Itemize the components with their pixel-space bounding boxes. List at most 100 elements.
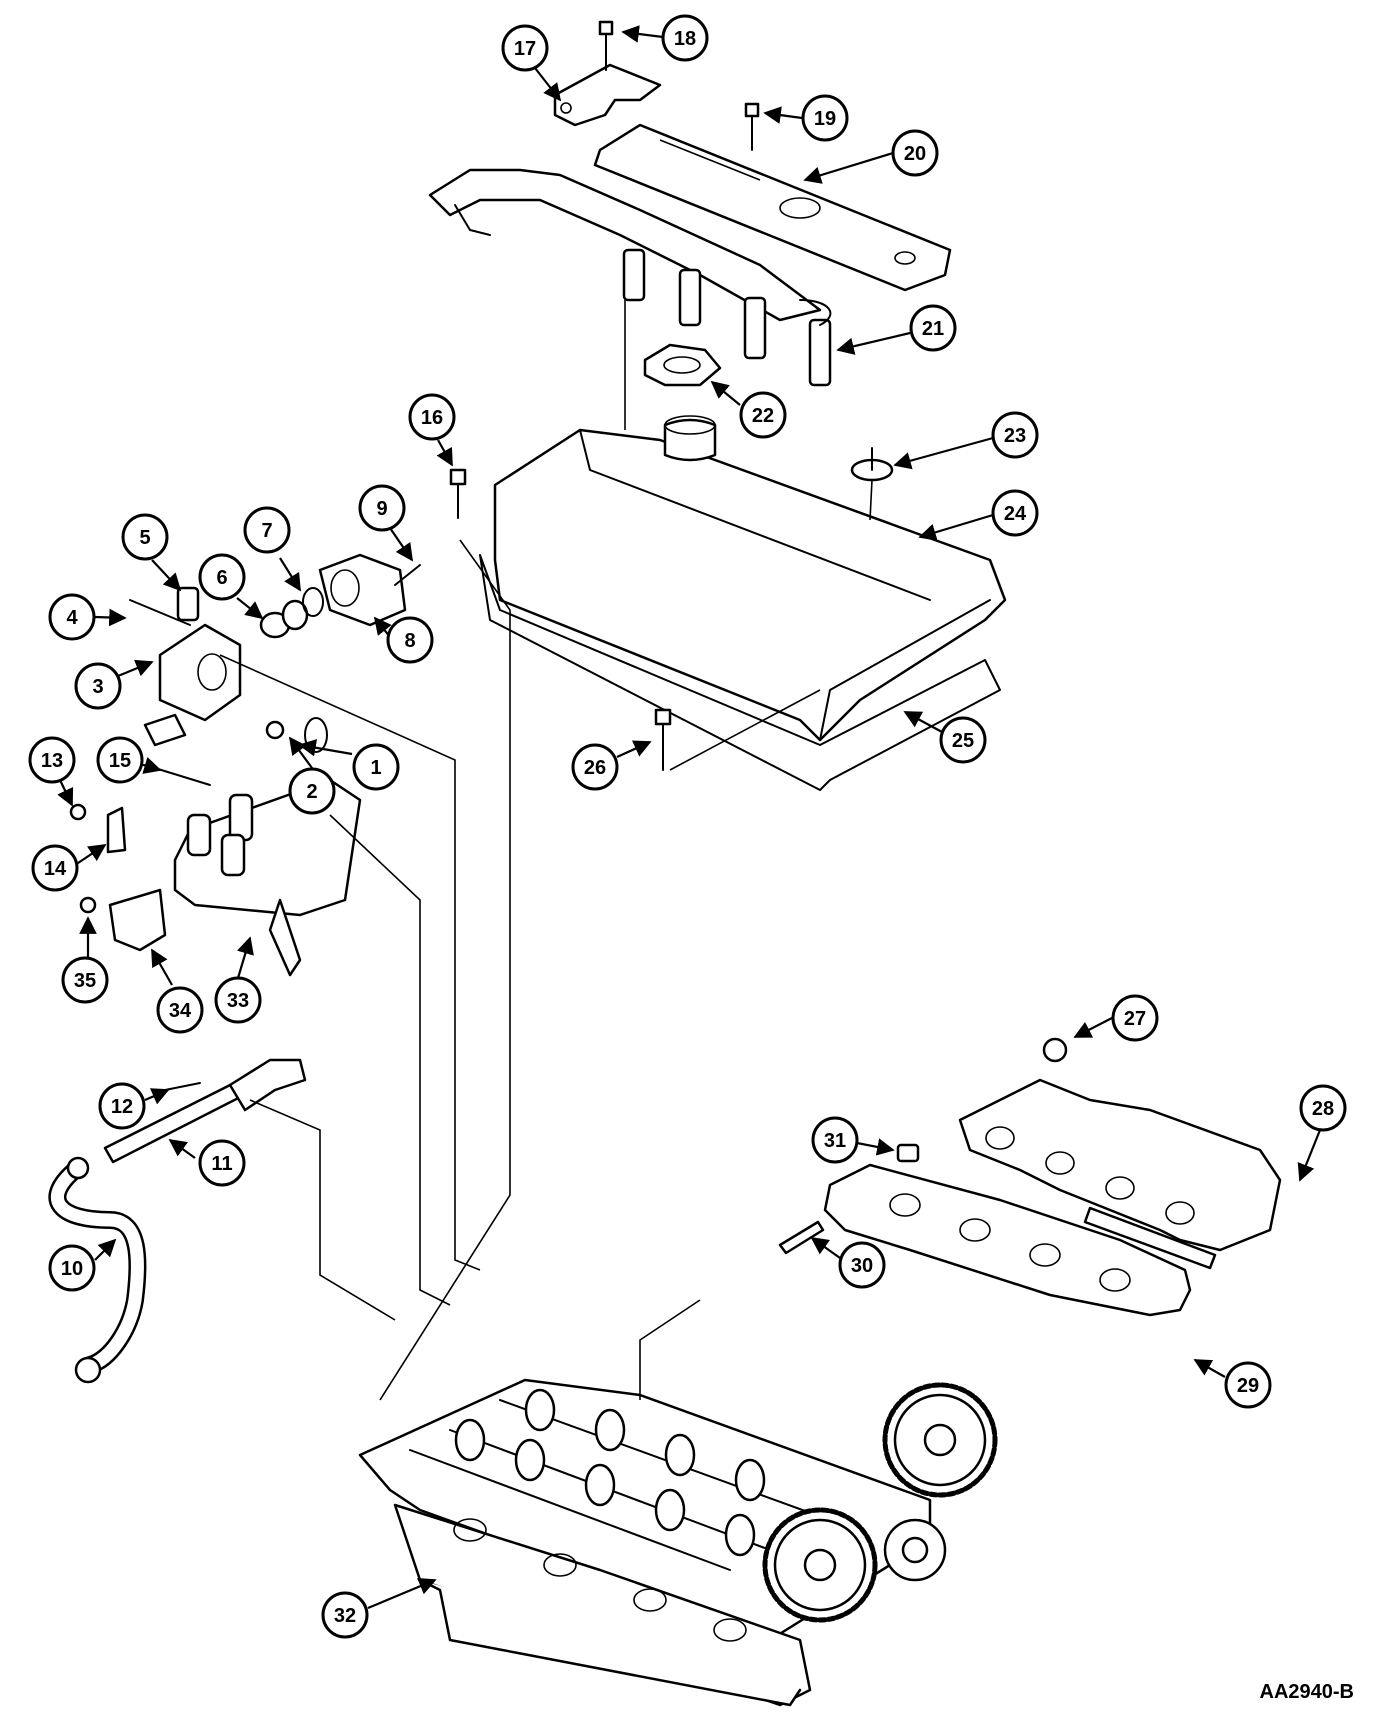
callout-16: 16 (408, 393, 456, 441)
stud-part-31 (896, 1143, 920, 1163)
svg-text:33: 33 (227, 990, 249, 1012)
callout-28: 28 (1299, 1084, 1347, 1132)
callout-18: 18 (661, 14, 709, 62)
grommet-part-23 (850, 447, 894, 482)
callout-24: 24 (991, 489, 1039, 537)
callout-30: 30 (838, 1241, 886, 1289)
callout-14: 14 (31, 844, 79, 892)
thermostat-part-6 (259, 599, 309, 639)
svg-text:25: 25 (952, 730, 974, 752)
sensor-part-5 (176, 586, 200, 622)
svg-text:14: 14 (44, 858, 67, 880)
svg-text:21: 21 (922, 318, 944, 340)
svg-text:10: 10 (61, 1258, 83, 1280)
hose-part-10 (48, 1156, 147, 1384)
svg-text:16: 16 (421, 407, 443, 429)
bolt-part-12 (164, 1082, 201, 1091)
callout-35: 35 (61, 956, 109, 1004)
callout-8: 8 (386, 616, 434, 664)
callout-34: 34 (156, 986, 204, 1034)
nut-part-27 (1042, 1037, 1068, 1063)
svg-text:13: 13 (41, 750, 63, 772)
callout-29: 29 (1224, 1361, 1272, 1409)
svg-text:5: 5 (139, 527, 150, 549)
oil-filler-cap-part-22 (643, 343, 722, 387)
thermostat-housing-part-3 (143, 623, 242, 747)
svg-text:26: 26 (584, 757, 606, 779)
callout-33: 33 (214, 976, 262, 1024)
callout-11: 11 (198, 1139, 246, 1187)
ignition-wires-part-21 (428, 168, 832, 387)
callout-17: 17 (501, 24, 549, 72)
callout-26: 26 (571, 743, 619, 791)
bracket-part-14 (106, 806, 127, 854)
svg-text:7: 7 (261, 520, 272, 542)
bolt-part-26 (654, 708, 672, 771)
callout-5: 5 (121, 513, 169, 561)
o-ring-part-7 (302, 587, 324, 617)
callout-32: 32 (321, 1591, 369, 1639)
svg-text:12: 12 (111, 1096, 133, 1118)
svg-text:19: 19 (814, 108, 836, 130)
callout-21: 21 (909, 304, 957, 352)
svg-text:3: 3 (92, 676, 103, 698)
ignition-cover-part-20 (593, 123, 952, 292)
callout-20: 20 (891, 129, 939, 177)
svg-text:23: 23 (1004, 425, 1026, 447)
callout-4: 4 (48, 593, 96, 641)
cylinder-head-part-32 (358, 1378, 998, 1707)
callout-2: 2 (288, 767, 336, 815)
callout-12: 12 (98, 1082, 146, 1130)
svg-text:34: 34 (169, 1000, 192, 1022)
svg-text:11: 11 (211, 1153, 232, 1175)
callout-1: 1 (352, 743, 400, 791)
callout-9: 9 (358, 484, 406, 532)
svg-text:6: 6 (216, 567, 227, 589)
callout-15: 15 (96, 736, 144, 784)
callout-13: 13 (28, 736, 76, 784)
svg-text:4: 4 (66, 607, 78, 629)
svg-text:18: 18 (674, 28, 696, 50)
nut-part-35 (79, 896, 97, 914)
manifold-part-28 (958, 1078, 1282, 1270)
svg-text:24: 24 (1004, 503, 1027, 525)
svg-text:2: 2 (306, 781, 317, 803)
svg-text:15: 15 (109, 750, 131, 772)
coolant-housing-part-33 (173, 778, 362, 977)
gasket-part-29 (823, 1163, 1192, 1317)
callout-7: 7 (243, 506, 291, 554)
svg-text:20: 20 (904, 143, 926, 165)
bolt-part-9 (394, 564, 421, 586)
bolt-part-18 (598, 20, 614, 71)
svg-text:1: 1 (370, 757, 381, 779)
callout-25: 25 (939, 716, 987, 764)
nut-part-13 (69, 803, 87, 821)
callout-10: 10 (48, 1244, 96, 1292)
tube-part-11 (103, 1058, 307, 1164)
bolt-part-16 (449, 468, 467, 519)
callout-3: 3 (74, 662, 122, 710)
svg-text:9: 9 (376, 498, 387, 520)
svg-text:27: 27 (1124, 1008, 1146, 1030)
camshaft-lobes (454, 1388, 766, 1557)
callout-27: 27 (1111, 994, 1159, 1042)
svg-text:31: 31 (824, 1130, 846, 1152)
callout-19: 19 (801, 94, 849, 142)
valve-cover-gasket-part-25 (479, 554, 1001, 791)
callout-23: 23 (991, 411, 1039, 459)
nut-part-2 (265, 720, 285, 740)
svg-text:22: 22 (752, 405, 774, 427)
sensor-part-34 (108, 888, 167, 952)
camshaft-sprockets (762, 1382, 998, 1623)
callout-6: 6 (198, 553, 246, 601)
svg-text:35: 35 (74, 970, 96, 992)
bolt-part-19 (744, 102, 760, 151)
svg-text:8: 8 (404, 630, 415, 652)
assembly-guide-lines (219, 300, 873, 1401)
leader-lines (57, 25, 1322, 1610)
svg-text:30: 30 (851, 1255, 873, 1277)
callout-31: 31 (811, 1116, 859, 1164)
figure-code: AA2940-B (1259, 1681, 1354, 1703)
valve-cover-part-24 (493, 415, 1007, 742)
